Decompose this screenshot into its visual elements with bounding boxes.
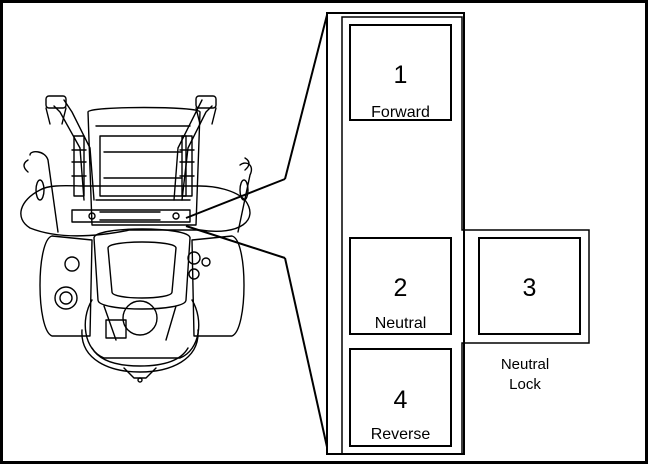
position-neutral-lock-label-line2: Lock — [509, 376, 541, 393]
shift-gate-outline — [341, 16, 590, 455]
position-forward-label: Forward — [371, 104, 430, 121]
position-neutral-lock-number: 3 — [523, 274, 537, 302]
position-neutral-label: Neutral — [375, 315, 427, 332]
mower-top-view-illustration — [20, 95, 253, 383]
position-neutral-number: 2 — [394, 274, 408, 302]
position-neutral-lock: 3 Neutral Lock — [478, 237, 581, 393]
position-neutral: 2 Neutral — [349, 237, 452, 335]
callout-lines — [185, 14, 328, 448]
position-neutral-lock-label-line1: Neutral — [501, 356, 549, 373]
position-forward-number: 1 — [394, 61, 408, 89]
position-reverse: 4 Reverse — [349, 348, 452, 447]
position-reverse-label: Reverse — [371, 426, 431, 443]
position-reverse-number: 4 — [394, 386, 408, 414]
position-forward: 1 Forward — [349, 24, 452, 121]
